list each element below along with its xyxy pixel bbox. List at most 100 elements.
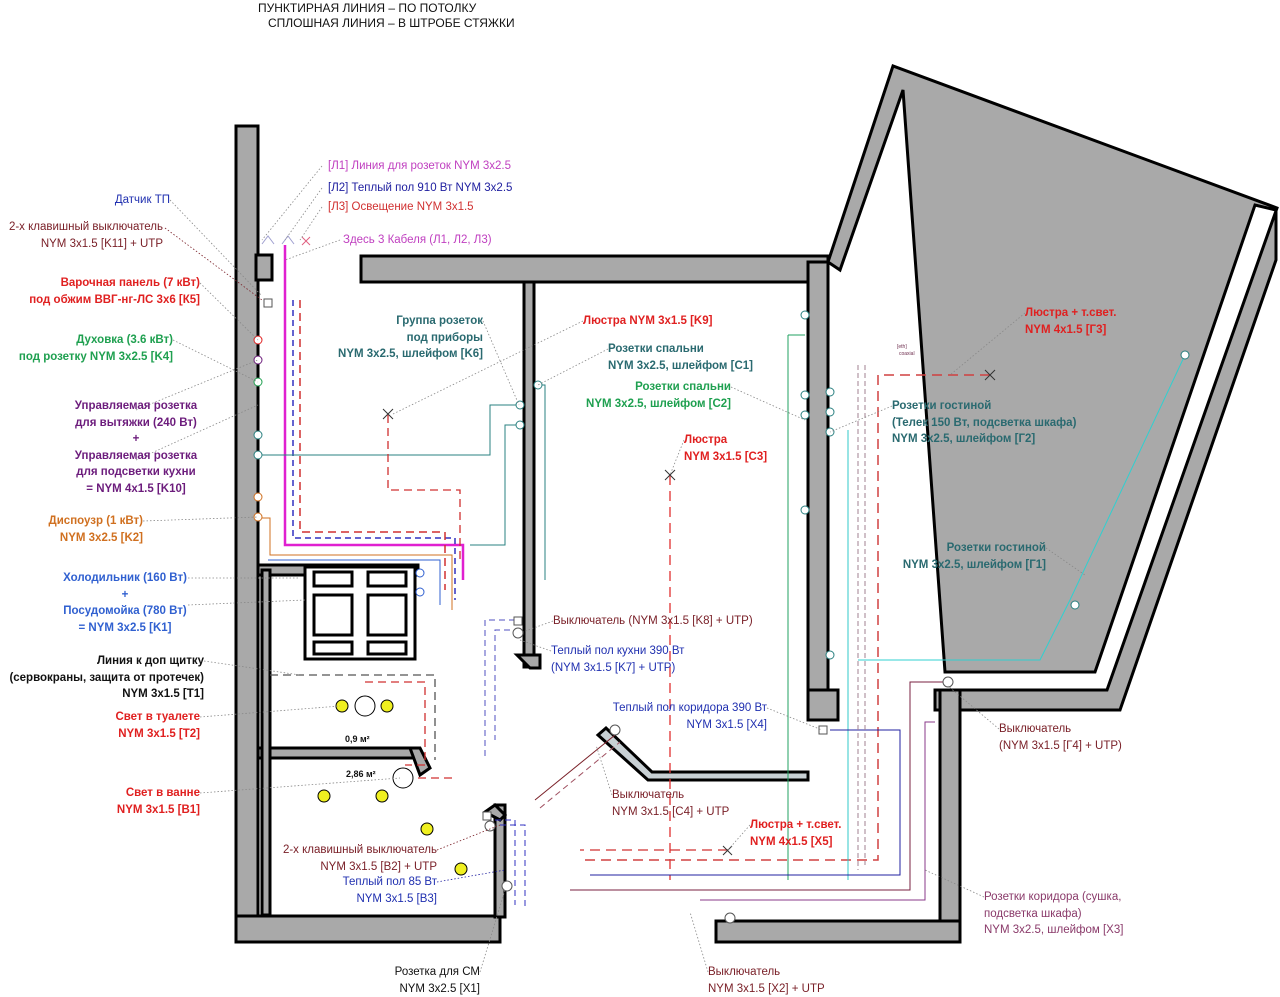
- wall-bottom-left: [234, 914, 502, 944]
- label-l2: [Л2] Теплый пол 910 Вт NYM 3x2.5: [328, 180, 512, 197]
- label-line: Розетки спальни: [635, 381, 731, 393]
- label-line: Линия к доп щитку: [96, 655, 204, 667]
- label-line: Выключатель: [708, 966, 781, 978]
- label-line: Люстра: [684, 434, 728, 446]
- label-line: (сервокраны, защита от протечек): [9, 671, 204, 684]
- cable-x3: [700, 721, 935, 901]
- eth-label: [eth]: [897, 344, 907, 350]
- switch-icons: [263, 298, 954, 924]
- label-line: NYM 3x2.5, шлейфом [Г2]: [892, 433, 1036, 445]
- label-line: NYM 3x1.5 [T1]: [122, 688, 204, 700]
- label-line: Диспоузр (1 кВт): [48, 515, 143, 527]
- wall-corridor-right: [938, 688, 962, 944]
- label-line: NYM 3x2.5 [K2]: [59, 531, 143, 544]
- label-g3: Люстра + т.свет.NYM 4x1.5 [Г3]: [1025, 305, 1116, 338]
- label-k5: Варочная панель (7 кВт)под обжим ВВГ-нг-…: [29, 275, 200, 308]
- cable-eth: [857, 365, 866, 870]
- legend-dashed-line: ПУНКТИРНАЯ ЛИНИЯ – ПО ПОТОЛКУ: [258, 1, 477, 15]
- label-line: Розетки гостиной: [946, 542, 1046, 554]
- wiring: [260, 245, 1186, 910]
- label-line: +: [132, 433, 140, 445]
- cable-g4: [570, 681, 948, 891]
- label-sensor: Датчик ТП: [115, 192, 170, 209]
- wall-toilet-bath: [256, 746, 420, 760]
- cable-c4: [534, 734, 616, 801]
- socket-icons: [253, 310, 1190, 660]
- cable-c2: [538, 384, 546, 580]
- label-line: Люстра + т.свет.: [1025, 307, 1117, 319]
- cable-k6: [260, 404, 520, 546]
- label-line: Группа розеток: [396, 315, 483, 327]
- wardrobe: [303, 565, 417, 661]
- label-line: Выключатель: [612, 789, 685, 801]
- label-x5: Люстра + т.свет.NYM 4x1.5 [X5]: [750, 817, 841, 850]
- label-line: (Телек 150 Вт, подсветка шкафа): [892, 416, 1077, 429]
- label-line: Люстра + т.свет.: [750, 819, 842, 831]
- legend-solid-line: СПЛОШНАЯ ЛИНИЯ – В ШТРОБЕ СТЯЖКИ: [268, 16, 515, 30]
- label-line: Посудомойка (780 Вт): [63, 605, 187, 617]
- wall-kitchen-end: [513, 653, 542, 670]
- coaxial-label: coaxial: [899, 351, 915, 357]
- label-line: Здесь 3 Кабеля (Л1, Л2, Л3): [343, 234, 492, 246]
- wall-left-cap: [254, 253, 274, 282]
- label-line: под розетку NYM 3x2.5 [K4]: [18, 350, 173, 363]
- label-line: NYM 3x1.5 [T2]: [118, 727, 200, 740]
- label-line: Розетки гостиной: [892, 400, 992, 412]
- label-line: Варочная панель (7 кВт): [60, 277, 200, 289]
- label-line: 2-х клавишный выключатель: [8, 221, 163, 233]
- label-line: Холодильник (160 Вт): [63, 572, 187, 584]
- cable-k8: [484, 619, 520, 760]
- label-line: (NYM 3x1.5 [Г4] + UTP): [999, 739, 1122, 752]
- label-cables: Здесь 3 Кабеля (Л1, Л2, Л3): [343, 232, 492, 249]
- fixtures: [253, 235, 1190, 924]
- label-line: Свет в ванне: [125, 787, 200, 799]
- label-line: (NYM 3x1.5 [K7] + UTP): [551, 661, 676, 674]
- label-t1: Линия к доп щитку (сервокраны, защита от …: [9, 653, 204, 703]
- label-line: Розетки спальни: [608, 343, 704, 355]
- chandelier-x-icons: [382, 369, 996, 856]
- label-line: Теплый пол кухни 390 Вт: [551, 645, 685, 657]
- label-line: [Л1] Линия для розеток NYM 3x2.5: [328, 160, 512, 172]
- leader-lines: [135, 165, 1086, 973]
- label-g2: Розетки гостиной (Телек 150 Вт, подсветка…: [892, 398, 1076, 448]
- cable-t1: [270, 674, 436, 760]
- label-line: NYM 3x2.5, шлейфом [Г1]: [902, 558, 1046, 571]
- cable-k9: [387, 415, 461, 560]
- cable-g1: [858, 354, 1186, 661]
- cable-c1: [787, 334, 805, 880]
- wall-living: [826, 64, 1279, 712]
- label-line: NYM 3x1.5 [X4]: [686, 718, 767, 731]
- label-line: = NYM 4x1.5 [K10]: [86, 482, 186, 495]
- label-line: Управляемая розетка: [74, 400, 198, 412]
- label-g4: Выключатель(NYM 3x1.5 [Г4] + UTP): [999, 721, 1122, 754]
- label-line: 2-х клавишный выключатель: [282, 844, 437, 856]
- cable-k1: [268, 559, 441, 605]
- wall-bedroom-stub: [806, 688, 840, 722]
- cable-l1: [283, 245, 465, 580]
- cable-t2: [365, 681, 426, 766]
- wall-bath-divider-top: [482, 803, 508, 822]
- ceiling-light-toilet: [354, 695, 376, 717]
- label-line: Духовка (3.6 кВт): [76, 334, 173, 346]
- label-line: NYM 3x2.5, шлейфом [C2]: [586, 397, 731, 410]
- cable-k2: [262, 517, 453, 610]
- label-line: NYM 3x1.5 [B1]: [116, 803, 200, 816]
- wall-inner-left: [260, 568, 272, 917]
- label-l1: [Л1] Линия для розеток NYM 3x2.5: [328, 158, 511, 175]
- wall-bedroom-diagonal: [595, 725, 810, 782]
- label-k7: Теплый пол кухни 390 Вт (NYM 3x1.5 [K7] +…: [551, 643, 684, 676]
- label-k1: Холодильник (160 Вт)+Посудомойка (780 Вт…: [0, 570, 275, 636]
- label-line: [Л3] Освещение NYM 3x1.5: [328, 201, 474, 213]
- label-line: Люстра NYM 3x1.5 [K9]: [583, 315, 713, 327]
- wall-left: [234, 124, 260, 944]
